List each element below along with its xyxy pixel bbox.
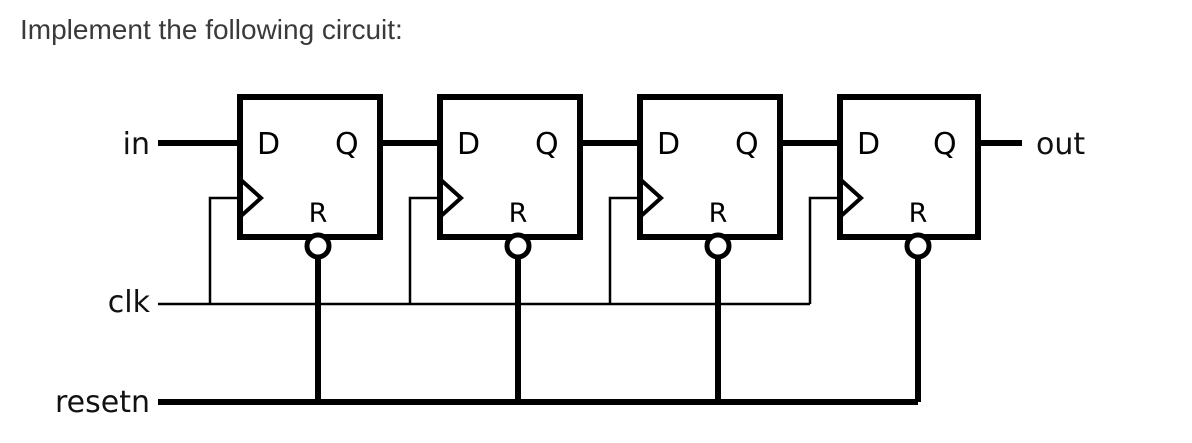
d-pin-label: D bbox=[257, 127, 280, 162]
q-pin-label: Q bbox=[535, 127, 559, 162]
q-pin-label: Q bbox=[335, 127, 359, 162]
d-pin-label: D bbox=[857, 127, 880, 162]
resetn-label: resetn bbox=[55, 385, 150, 420]
flipflop-4: D Q R bbox=[837, 94, 981, 260]
q-pin-label: Q bbox=[933, 127, 957, 162]
flipflop-1: D Q R bbox=[237, 94, 383, 260]
r-pin-label: R bbox=[509, 198, 528, 229]
reset-inverter-bubble bbox=[704, 232, 732, 260]
clk-label: clk bbox=[108, 285, 151, 320]
in-label: in bbox=[123, 127, 150, 162]
q-pin-label: Q bbox=[735, 127, 759, 162]
d-pin-label: D bbox=[657, 127, 680, 162]
out-label: out bbox=[1036, 127, 1085, 162]
resetn-branches bbox=[315, 258, 921, 402]
r-pin-label: R bbox=[709, 198, 728, 229]
reset-inverter-bubble bbox=[904, 232, 932, 260]
clk-branches bbox=[208, 196, 840, 304]
flipflop-2: D Q R bbox=[437, 94, 583, 260]
instruction-heading: Implement the following circuit: bbox=[20, 14, 403, 45]
flipflop-3: D Q R bbox=[637, 94, 783, 260]
reset-inverter-bubble bbox=[304, 232, 332, 260]
r-pin-label: R bbox=[309, 198, 328, 229]
d-pin-label: D bbox=[457, 127, 480, 162]
reset-inverter-bubble bbox=[504, 232, 532, 260]
r-pin-label: R bbox=[909, 198, 928, 229]
